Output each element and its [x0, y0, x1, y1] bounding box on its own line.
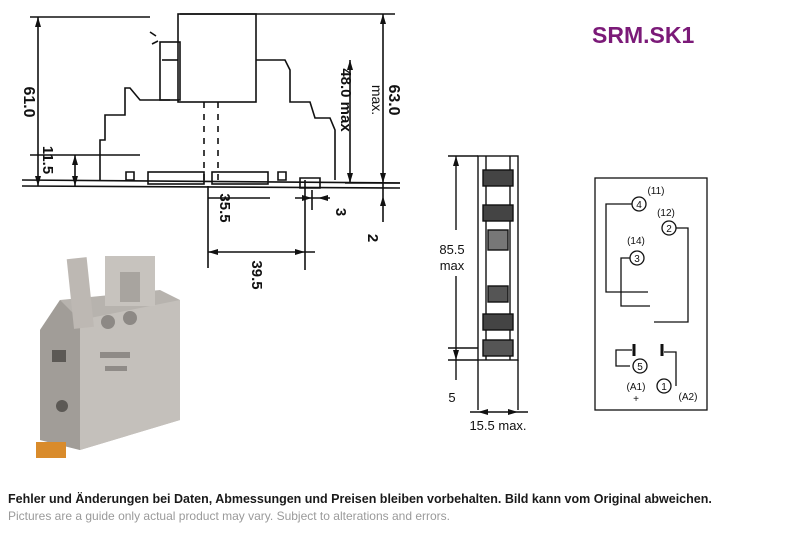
dim-max-height: 63.0 — [385, 84, 402, 115]
dim-offset: 2 — [364, 234, 381, 242]
terminal-4-num: 4 — [636, 200, 642, 211]
dim-gap: 3 — [332, 208, 349, 216]
terminal-3-num: 3 — [634, 254, 640, 265]
front-dim-width: 15.5 max. — [469, 418, 526, 433]
front-dim-height-label: max — [440, 258, 465, 273]
disclaimer-german: Fehler und Änderungen bei Daten, Abmessu… — [8, 492, 712, 506]
terminal-2-num: 2 — [666, 224, 672, 235]
dim-socket-height: 48.0 max — [337, 68, 354, 132]
dim-rail-width: 35.5 — [216, 193, 233, 222]
front-dim-bottom: 5 — [448, 390, 455, 405]
terminal-4-label: (11) — [647, 186, 664, 197]
terminal-2 — [661, 220, 677, 236]
disclaimer-english: Pictures are a guide only actual product… — [8, 509, 451, 523]
terminal-3 — [629, 250, 645, 266]
side-view-drawing — [21, 13, 401, 270]
dim-lower-height: 11.5 — [39, 146, 56, 174]
terminal-3-label: (14) — [627, 236, 645, 247]
terminal-2-label: (12) — [657, 208, 675, 219]
dim-rail-outer: 39.5 — [248, 260, 265, 289]
plus-sign: + — [633, 394, 639, 405]
dimension-arrows — [35, 14, 386, 255]
schematic-labels: 4 (11) 2 (12) 3 (14) 5 (A1) 1 (A2) + — [627, 186, 698, 405]
front-view-drawing — [448, 155, 528, 413]
dim-total-height: 61.0 — [20, 86, 37, 117]
product-photo — [36, 256, 180, 458]
terminal-5-num: 5 — [637, 362, 643, 373]
dim-max-label: max. — [369, 85, 385, 115]
product-code-title: SRM.SK1 — [592, 22, 695, 48]
terminal-1-num: 1 — [661, 382, 667, 393]
terminal-1-label: (A2) — [679, 392, 698, 403]
front-view-arrows — [453, 156, 518, 415]
terminal-4 — [631, 196, 647, 212]
terminal-5 — [632, 358, 648, 374]
terminal-1 — [656, 378, 672, 394]
terminal-5-label: (A1) — [627, 382, 646, 393]
schematic-diagram — [594, 177, 708, 411]
front-dim-height: 85.5 — [439, 242, 464, 257]
